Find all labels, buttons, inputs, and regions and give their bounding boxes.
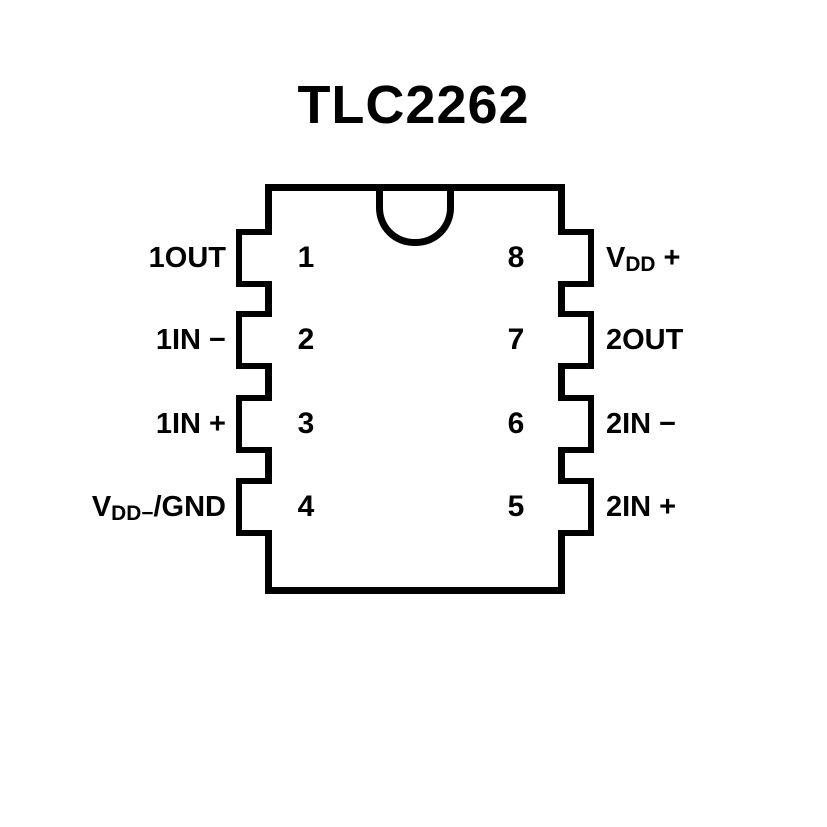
pin-2-label: 1IN − [0,322,226,361]
pin-8-label: VDD + [606,240,824,279]
pin-5-number: 5 [507,490,525,523]
pin-4-stub [236,478,272,536]
pin-5-stub [558,478,594,536]
pin-label-text: 1OUT [148,242,226,274]
pin-1-number: 1 [297,241,315,274]
chip-title: TLC2262 [297,75,530,135]
pin-7-number: 7 [507,323,525,356]
pin-4-number: 4 [297,490,315,523]
pin-label-text: V [606,242,626,274]
pin-label-text: 1IN + [155,408,226,440]
pin-5-label: 2IN + [606,489,824,528]
pin-2-number: 2 [297,323,315,356]
pin-label-text: 2IN − [606,408,677,440]
pin-2-stub [236,311,272,369]
pin-label-text: V [91,491,112,523]
pin-4-label: VDD−/GND [0,489,226,528]
pin-label-subscript: DD− [111,501,154,525]
pin-label-subscript: DD [625,252,656,276]
pin-7-stub [558,311,594,369]
chip-body [265,184,565,594]
pin-8-number: 8 [507,241,525,274]
chip-notch-icon [376,191,454,246]
pin-label-text: /GND [153,491,227,523]
pin-label-text: 1IN − [155,324,226,356]
pin-1-stub [236,229,272,287]
pin-6-number: 6 [507,407,525,440]
pin-3-label: 1IN + [0,406,226,445]
pin-6-label: 2IN − [606,406,824,445]
pin-3-number: 3 [297,407,315,440]
pin-1-label: 1OUT [0,240,226,279]
pin-3-stub [236,395,272,453]
pin-8-stub [558,229,594,287]
pin-6-stub [558,395,594,453]
pin-label-text: + [655,242,681,274]
pin-label-text: 2OUT [606,324,684,356]
pin-7-label: 2OUT [606,322,824,361]
pin-label-text: 2IN + [606,491,677,523]
